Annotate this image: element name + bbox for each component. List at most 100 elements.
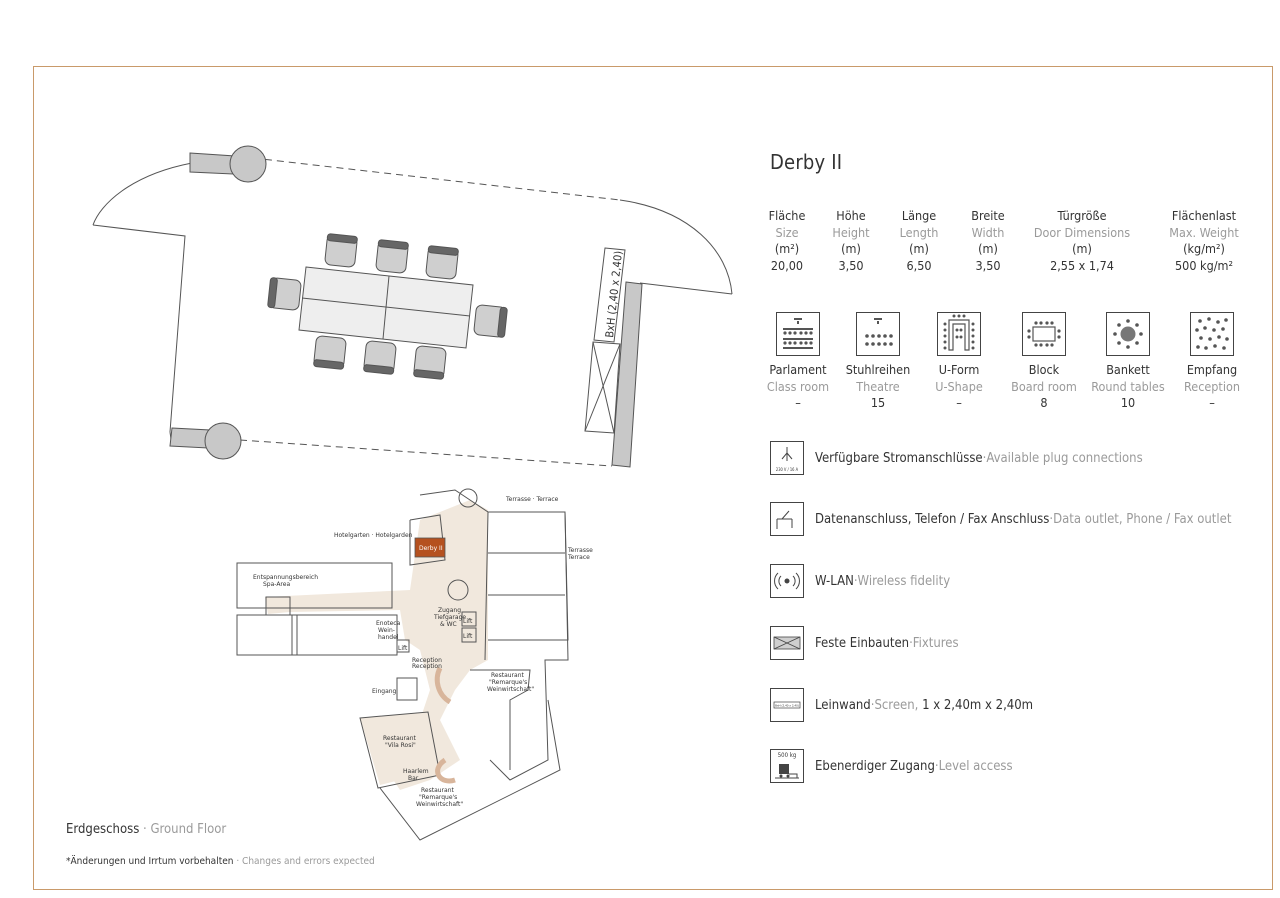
separator: · xyxy=(139,822,151,837)
conference-table xyxy=(298,266,474,349)
reception-desk xyxy=(434,666,452,705)
setup-capacity: – xyxy=(1209,395,1215,410)
setup-label-en: Reception xyxy=(1184,378,1240,394)
chair xyxy=(375,239,409,274)
stat-label: Flächenlast xyxy=(1171,208,1237,223)
feature-label-en: Level access xyxy=(938,758,1013,774)
setup-capacity: – xyxy=(795,395,801,410)
stat-label-en: Height xyxy=(832,224,870,240)
separator: · xyxy=(870,697,875,713)
terrace-right-label: Terrasse xyxy=(567,547,593,554)
setup-theatre: Stuhlreihen Theatre 15 xyxy=(842,312,914,412)
wine-label-2: Wein- xyxy=(378,627,395,634)
stat-length: Länge Length (m) 6,50 xyxy=(894,208,944,274)
setup-capacity: 8 xyxy=(1040,395,1048,410)
bar-counter xyxy=(435,757,456,784)
stat-max-weight: Flächenlast Max. Weight (kg/m²) 500 kg/m… xyxy=(1160,208,1248,274)
restaurant-vila-label-1: Restaurant xyxy=(383,735,416,742)
site-plan-labels: Terrasse · Terrace Terrasse Terrace Hote… xyxy=(253,496,593,808)
haarlem-bar-label-2: Bar xyxy=(408,775,419,782)
stat-value: 3,50 xyxy=(975,257,1001,273)
feature-label-en: Fixtures xyxy=(912,635,959,651)
power-outlet-icon-text: 230 V / 16 A xyxy=(776,467,799,472)
restaurant-remarque-label-2: "Remarque's xyxy=(489,679,527,686)
setup-label: U-Form xyxy=(938,362,980,377)
garage-label-1: Zugang xyxy=(438,607,461,614)
stat-door-dimensions: Türgröße Door Dimensions (m) 2,55 x 1,74 xyxy=(1030,208,1134,274)
stat-size: Fläche Size (m²) 20,00 xyxy=(768,208,806,274)
setup-capacity: 15 xyxy=(870,395,886,410)
spa-label-en: Spa-Area xyxy=(263,581,290,588)
garage-label-2: Tiefgarage xyxy=(433,614,466,621)
stat-label: Länge xyxy=(901,208,937,223)
feature-level-access: 500 kg Ebenerdiger Zugang · Level access xyxy=(770,749,1013,783)
stat-value: 500 kg/m² xyxy=(1175,257,1233,273)
page-frame xyxy=(33,66,1273,890)
setup-label: Parlament xyxy=(769,362,827,377)
reception-label-1: Reception xyxy=(412,657,442,664)
level-access-icon-text: 500 kg xyxy=(778,752,797,759)
feature-wlan: W-LAN · Wireless fidelity xyxy=(770,564,950,598)
stat-label-en: Max. Weight xyxy=(1169,224,1239,240)
stat-unit: (m) xyxy=(841,241,861,256)
screen-icon: BxH (2,40 x 2,40) xyxy=(770,688,804,722)
stat-value: 3,50 xyxy=(838,257,864,273)
chairs xyxy=(267,233,508,380)
boardroom-icon xyxy=(1022,312,1066,356)
garage-label-3: & WC xyxy=(440,621,457,628)
disclaimer-de: *Änderungen und Irrtum vorbehalten xyxy=(66,856,234,867)
data-outlet-icon xyxy=(770,502,804,536)
setup-label-en: Class room xyxy=(766,378,830,394)
feature-label-en: Available plug connections xyxy=(986,450,1143,466)
stat-height: Höhe Height (m) 3,50 xyxy=(828,208,874,274)
separator: · xyxy=(1049,511,1054,527)
stat-unit: (m) xyxy=(1072,241,1092,256)
feature-label: Verfügbare Stromanschlüsse xyxy=(815,450,983,466)
setup-classroom: Parlament Class room – xyxy=(766,312,830,412)
separator: · xyxy=(233,856,243,867)
feature-label: W-LAN xyxy=(815,573,854,589)
feature-label: Datenanschluss, Telefon / Fax Anschluss xyxy=(815,511,1050,527)
screen-size: 1 x 2,40m x 2,40m xyxy=(922,697,1034,713)
stat-unit: (kg/m²) xyxy=(1183,241,1225,256)
feature-extra: 1 x 2,40m x 2,40m xyxy=(918,698,1033,713)
entrance-label: Eingang xyxy=(372,688,397,695)
lift-label-2: Lift xyxy=(463,633,473,640)
stat-unit: (m²) xyxy=(774,241,800,256)
chair xyxy=(425,245,459,280)
setup-reception: Empfang Reception – xyxy=(1180,312,1244,412)
setup-boardroom: Block Board room 8 xyxy=(1006,312,1082,412)
chair xyxy=(267,277,302,311)
setup-capacity: 10 xyxy=(1120,395,1136,410)
stat-value: 6,50 xyxy=(906,257,932,273)
wall-stubs xyxy=(169,145,643,468)
stat-unit: (m) xyxy=(978,241,998,256)
feature-label: Feste Einbauten xyxy=(815,635,910,651)
lift-label-3: Lift xyxy=(398,645,408,652)
disclaimer: *Änderungen und Irrtum vorbehalten · Cha… xyxy=(66,856,375,867)
setup-label: Block xyxy=(1028,362,1060,377)
haarlem-bar-label-1: Haarlem xyxy=(403,768,429,775)
restaurant-2-label-3: Weinwirtschaft" xyxy=(416,801,463,808)
reception-icon xyxy=(1190,312,1234,356)
setup-label: Empfang xyxy=(1186,362,1238,377)
disclaimer-en: Changes and errors expected xyxy=(242,856,375,867)
stat-label-en: Size xyxy=(775,224,799,240)
power-outlet-icon: 230 V / 16 A xyxy=(770,441,804,475)
stat-label-en: Width xyxy=(971,224,1005,240)
level-access-icon: 500 kg xyxy=(770,749,804,783)
classroom-icon xyxy=(776,312,820,356)
stat-label: Höhe xyxy=(836,208,866,223)
wine-label-3: handel xyxy=(378,634,399,641)
separator: · xyxy=(853,573,858,589)
round-tables-icon xyxy=(1106,312,1150,356)
terrace-top-label: Terrasse · Terrace xyxy=(505,496,559,503)
chair xyxy=(473,304,508,338)
feature-screen: BxH (2,40 x 2,40) Leinwand · Screen, 1 x… xyxy=(770,688,1033,722)
screen-icon-text: BxH (2,40 x 2,40) xyxy=(775,704,799,708)
feature-label-en: Wireless fidelity xyxy=(857,573,951,589)
separator: · xyxy=(909,635,913,651)
wine-label-1: Enoteca xyxy=(376,620,401,627)
floor-label-en: Ground Floor xyxy=(150,822,227,837)
